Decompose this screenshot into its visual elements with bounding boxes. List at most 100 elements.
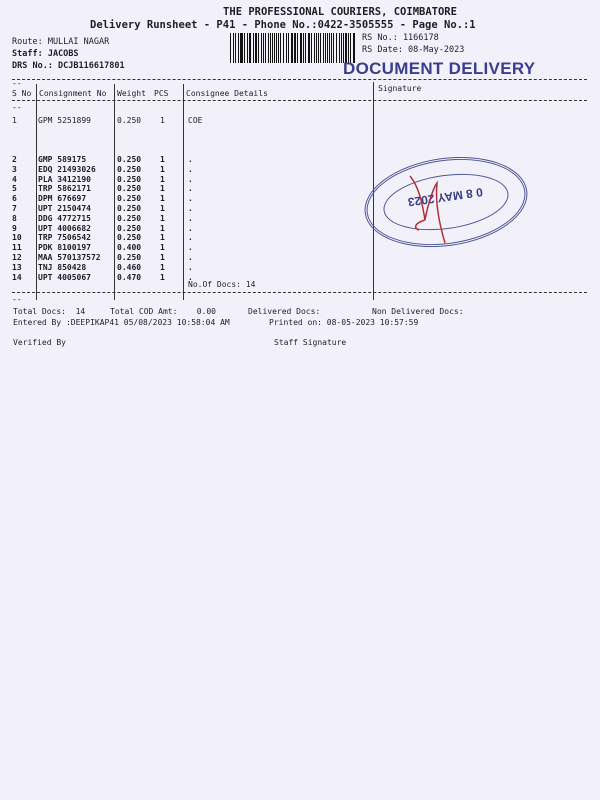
- rs-number: RS No.: 1166178: [362, 33, 439, 43]
- total-docs: Total Docs: 14: [13, 307, 86, 316]
- col-consignment: Consignment No: [39, 89, 107, 98]
- row-consignee: .: [188, 204, 193, 213]
- row-weight: 0.250: [117, 184, 142, 194]
- row-pcs: 1: [160, 184, 165, 194]
- row-weight: 0.250: [117, 174, 142, 184]
- row-consignee: .: [188, 233, 193, 243]
- barcode-bar: [278, 33, 280, 63]
- barcode-bar: [354, 33, 355, 63]
- barcode-bar: [331, 33, 332, 63]
- row-sno: 14: [12, 272, 22, 282]
- staff: Staff: JACOBS: [12, 49, 79, 59]
- row-consignee: .: [188, 213, 193, 223]
- row-pcs: 1: [160, 213, 165, 223]
- row-weight: 0.250: [117, 116, 142, 125]
- dash-mark: --: [12, 295, 22, 304]
- row-sno: 1: [12, 116, 17, 125]
- row-consignee: .: [188, 164, 193, 174]
- barcode: [230, 33, 356, 63]
- row-weight: 0.460: [117, 262, 142, 272]
- barcode-bar: [313, 33, 315, 63]
- row-weight: 0.470: [117, 272, 142, 282]
- barcode-bar: [320, 33, 322, 63]
- barcode-bar: [325, 33, 326, 63]
- barcode-bar: [248, 33, 250, 63]
- barcode-bar: [242, 33, 244, 63]
- barcode-bar: [258, 33, 260, 63]
- row-consignment-no: DPM 676697: [38, 194, 87, 204]
- barcode-bar: [233, 33, 235, 63]
- column-line: [183, 84, 184, 300]
- row-weight: 0.250: [117, 204, 142, 213]
- row-pcs: 1: [160, 262, 165, 272]
- row-consignment-no: PDK 8100197: [38, 243, 91, 253]
- divider: [12, 100, 587, 101]
- row-pcs: 1: [160, 155, 165, 164]
- barcode-bar: [267, 33, 269, 63]
- drs-number: DRS No.: DCJB116617801: [12, 61, 125, 71]
- row-pcs: 1: [160, 174, 165, 184]
- rs-date: RS Date: 08-May-2023: [362, 45, 465, 55]
- row-consignee: .: [188, 262, 193, 272]
- dash-mark: --: [12, 103, 22, 112]
- row-weight: 0.250: [117, 194, 142, 204]
- barcode-bar: [332, 33, 334, 63]
- barcode-bar: [290, 33, 292, 63]
- col-pcs: PCS: [154, 89, 169, 98]
- barcode-bar: [309, 33, 311, 63]
- row-consignment-no: UPT 2150474: [38, 204, 91, 213]
- row-consignee: .: [188, 184, 193, 194]
- row-consignee: .: [188, 272, 193, 282]
- document-delivery-stamp: DOCUMENT DELIVERY: [343, 59, 536, 78]
- verified-by: Verified By: [13, 338, 66, 347]
- row-consignee: .: [188, 253, 193, 262]
- route: Route: MULLAI NAGAR: [12, 37, 110, 47]
- row-consignment-no: PLA 3412190: [38, 174, 91, 184]
- row-weight: 0.250: [117, 233, 142, 243]
- row-consignment-no: GPM 5251899: [38, 116, 91, 125]
- column-line: [373, 82, 374, 300]
- barcode-bar: [285, 33, 287, 63]
- barcode-bar: [326, 33, 328, 63]
- row-pcs: 1: [160, 272, 165, 282]
- barcode-bar: [311, 33, 312, 63]
- barcode-bar: [338, 33, 340, 63]
- total-cod: Total COD Amt: 0.00: [110, 307, 216, 316]
- row-sno: 9: [12, 223, 17, 233]
- printed-on: Printed on: 08-05-2023 10:57:59: [269, 318, 419, 327]
- row-pcs: 1: [160, 116, 165, 125]
- row-weight: 0.250: [117, 164, 142, 174]
- row-sno: 6: [12, 194, 17, 204]
- divider: [12, 79, 587, 80]
- delivered-docs: Delivered Docs:: [248, 307, 321, 316]
- row-sno: 7: [12, 204, 17, 213]
- row-consignment-no: TRP 7506542: [38, 233, 91, 243]
- row-consignee: .: [188, 155, 193, 164]
- row-pcs: 1: [160, 233, 165, 243]
- row-consignee: .: [188, 194, 193, 204]
- row-sno: 2: [12, 155, 17, 164]
- row-sno: 3: [12, 164, 17, 174]
- row-pcs: 1: [160, 243, 165, 253]
- non-delivered-docs: Non Delivered Docs:: [372, 307, 464, 316]
- barcode-bar: [287, 33, 289, 63]
- row-consignee: COE: [188, 116, 203, 125]
- row-sno: 12: [12, 253, 22, 262]
- barcode-bar: [315, 33, 317, 63]
- handwritten-signature: [409, 175, 446, 244]
- row-consignment-no: MAA 570137572: [38, 253, 101, 262]
- runsheet-subtitle: Delivery Runsheet - P41 - Phone No.:0422…: [90, 19, 476, 31]
- barcode-bar: [282, 33, 284, 63]
- row-consignee: .: [188, 223, 193, 233]
- barcode-bar: [280, 33, 281, 63]
- barcode-bar: [323, 33, 325, 63]
- col-signature: Signature: [378, 84, 422, 93]
- row-sno: 5: [12, 184, 17, 194]
- staff-signature-label: Staff Signature: [274, 338, 347, 347]
- row-pcs: 1: [160, 223, 165, 233]
- barcode-bar: [297, 33, 299, 63]
- row-weight: 0.250: [117, 155, 142, 164]
- row-sno: 11: [12, 243, 22, 253]
- barcode-bar: [237, 33, 239, 63]
- row-sno: 13: [12, 262, 22, 272]
